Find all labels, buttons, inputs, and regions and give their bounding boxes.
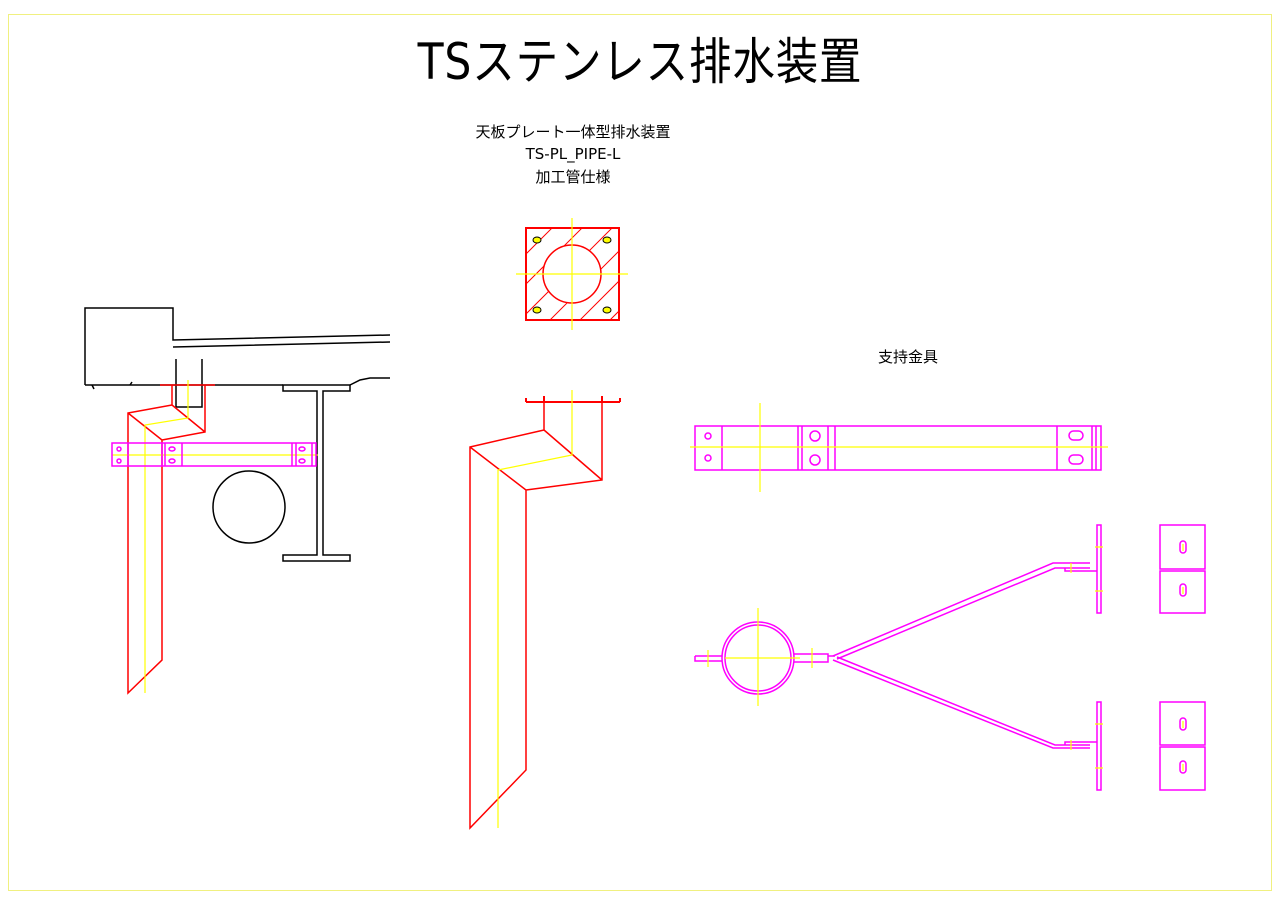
support-label: 支持金具 (877, 348, 938, 366)
product-model: TS-PL_PIPE-L (525, 145, 621, 163)
drain-pipe-elevation (469, 396, 621, 830)
plate-centerlines (516, 218, 628, 330)
drawing-title: TSステンレス排水装置 (417, 33, 863, 91)
product-name: 天板プレート一体型排水装置 (475, 123, 671, 141)
drawing-frame (8, 14, 1272, 891)
existing-pipe (212, 470, 286, 544)
structure-section (84, 307, 391, 562)
support-bracket-section (111, 442, 317, 467)
product-spec: 加工管仕様 (535, 168, 611, 186)
band-centerlines (707, 544, 1184, 771)
centerlines-left (112, 380, 318, 693)
bracket-centerlines (690, 403, 1108, 492)
i-beam (282, 384, 351, 562)
support-bracket-plan (694, 425, 1102, 471)
top-plate-plan (525, 227, 620, 321)
pipe-centerlines (497, 390, 573, 828)
drain-pipe-section (127, 384, 215, 695)
